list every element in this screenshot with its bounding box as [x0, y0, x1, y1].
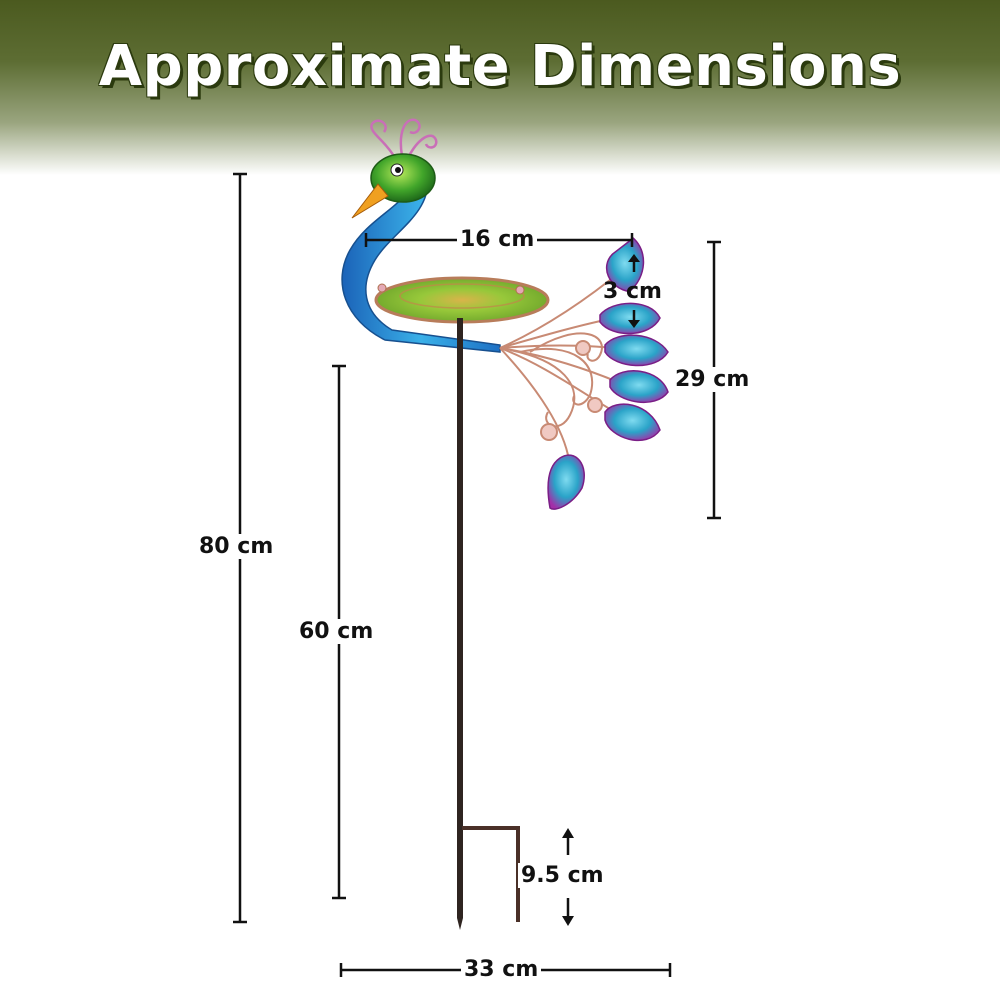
dimension-arrowheads — [562, 254, 640, 926]
stake-pole — [457, 318, 463, 918]
crest — [370, 118, 438, 159]
stake-height-label: 60 cm — [296, 619, 377, 644]
tail-feathers — [547, 237, 669, 510]
tail-height-label: 29 cm — [672, 367, 753, 392]
bowl-width-label: 16 cm — [457, 227, 538, 252]
header-banner — [0, 0, 1000, 175]
peacock-beak — [351, 183, 389, 219]
prong-height-label: 9.5 cm — [518, 863, 607, 888]
feather-height-label: 3 cm — [603, 279, 662, 304]
page-title: Approximate Dimensions — [98, 34, 902, 99]
stake-prong — [462, 826, 520, 922]
peacock-head — [370, 153, 436, 203]
total-width-label: 33 cm — [461, 957, 542, 982]
peacock-neck — [341, 174, 501, 353]
total-height-label: 80 cm — [196, 534, 277, 559]
